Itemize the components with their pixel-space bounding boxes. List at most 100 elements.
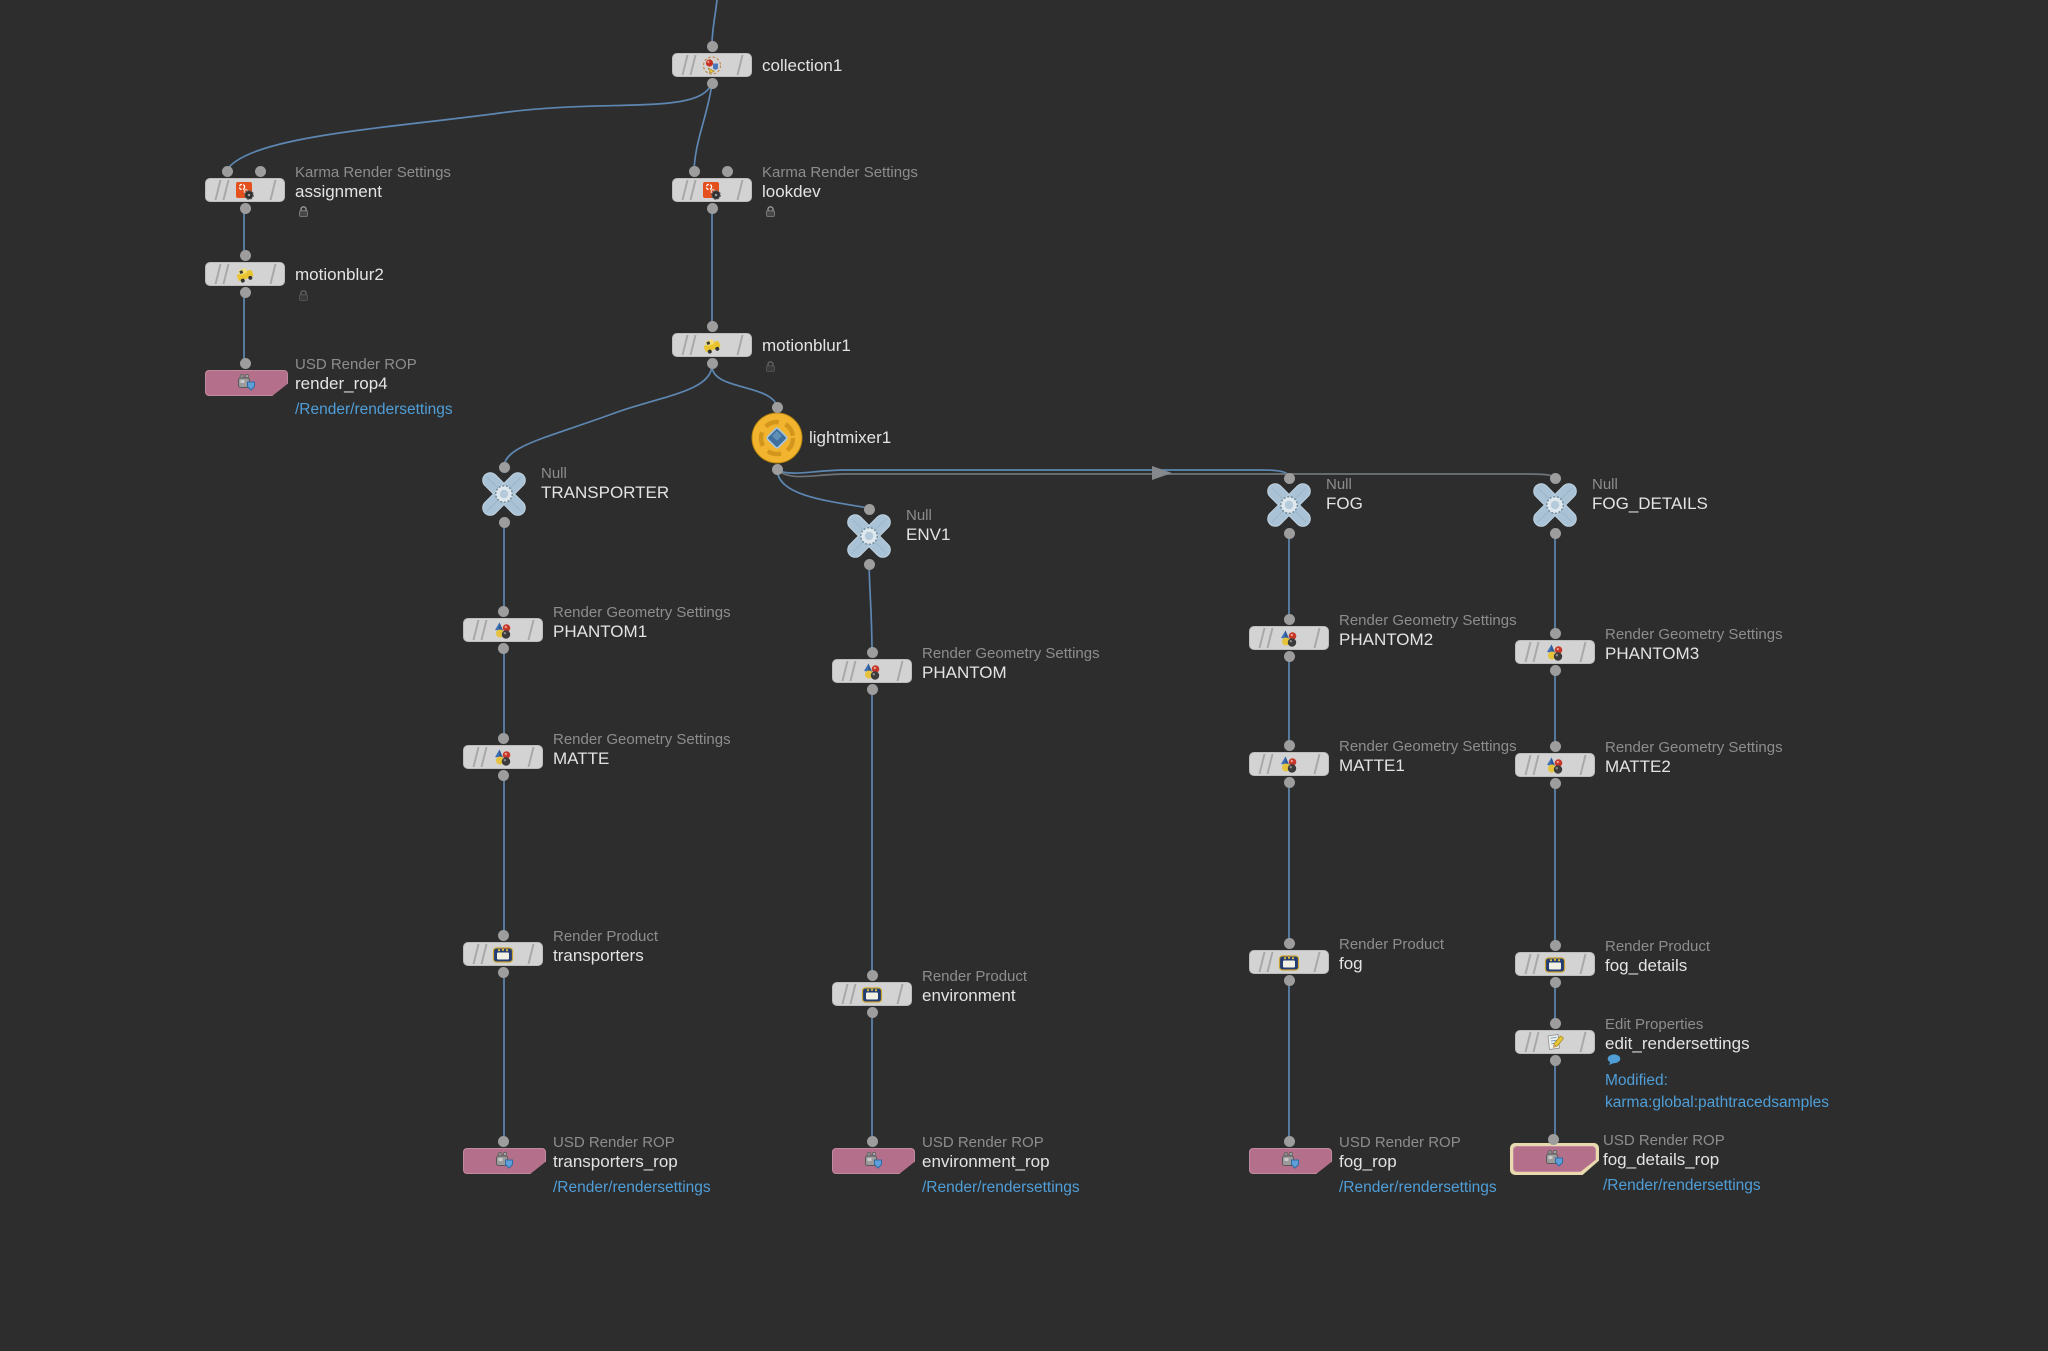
null-node-icon[interactable] (1526, 479, 1584, 531)
node-env1[interactable]: Null ENV1 (840, 503, 950, 570)
output-connector[interactable] (706, 202, 718, 214)
wire-collection1-assignment[interactable] (226, 82, 713, 171)
output-connector[interactable] (498, 516, 510, 528)
output-connector[interactable] (866, 1006, 878, 1018)
input-connector[interactable] (1549, 627, 1561, 639)
null-node-icon[interactable] (1260, 479, 1318, 531)
node-shape[interactable] (832, 659, 912, 683)
output-connector[interactable] (497, 642, 509, 654)
output-connector[interactable] (706, 357, 718, 369)
input-connector[interactable] (863, 503, 875, 515)
input-connector[interactable] (866, 1135, 878, 1147)
input-connector[interactable] (1549, 472, 1561, 484)
render-settings-path-link[interactable]: /Render/rendersettings (553, 1179, 711, 1196)
node-shape[interactable] (672, 178, 752, 202)
node-shape[interactable] (463, 745, 543, 769)
input-connector[interactable] (1283, 472, 1295, 484)
node-type-label: Null (906, 507, 932, 524)
input-connector[interactable] (1283, 1135, 1295, 1147)
node-shape[interactable] (672, 53, 752, 77)
input-connector[interactable] (706, 320, 718, 332)
node-shape[interactable] (832, 1148, 915, 1174)
render-settings-path-link[interactable]: /Render/rendersettings (1339, 1179, 1497, 1196)
node-shape[interactable] (205, 370, 288, 396)
output-connector[interactable] (1549, 664, 1561, 676)
node-lightmixer1[interactable]: lightmixer1 (751, 401, 891, 475)
input-connector[interactable] (1547, 1133, 1559, 1145)
input-connector[interactable] (866, 646, 878, 658)
input-connector[interactable] (497, 929, 509, 941)
light-mixer-icon[interactable] (751, 412, 803, 464)
input-connector[interactable] (221, 165, 233, 177)
output-connector[interactable] (1283, 776, 1295, 788)
output-connector[interactable] (1549, 777, 1561, 789)
render-settings-path-link[interactable]: /Render/rendersettings (922, 1179, 1080, 1196)
input-connector[interactable] (1283, 937, 1295, 949)
node-labels: Render Geometry Settings MATTE1 (1339, 737, 1517, 775)
output-connector[interactable] (239, 286, 251, 298)
output-connector[interactable] (239, 202, 251, 214)
node-shape[interactable] (1513, 1146, 1596, 1172)
input-connector[interactable] (706, 40, 718, 52)
input-connector[interactable] (497, 1135, 509, 1147)
node-shape[interactable] (205, 262, 285, 286)
usd-render-rop-icon (1541, 1148, 1567, 1170)
output-connector[interactable] (1283, 527, 1295, 539)
wire-env1-phantom[interactable] (868, 563, 873, 654)
input-connector[interactable] (254, 165, 266, 177)
node-fog-null[interactable]: Null FOG (1260, 472, 1363, 539)
null-node-icon[interactable] (475, 468, 533, 520)
output-connector[interactable] (1549, 1054, 1561, 1066)
output-connector[interactable] (1283, 974, 1295, 986)
node-shape[interactable] (205, 178, 285, 202)
input-connector[interactable] (721, 165, 733, 177)
wire-lightmixer1-env1[interactable] (776, 469, 870, 509)
output-connector[interactable] (863, 558, 875, 570)
output-connector[interactable] (771, 463, 783, 475)
input-connector[interactable] (1549, 1017, 1561, 1029)
output-connector[interactable] (497, 966, 509, 978)
wire-into-collection1[interactable] (711, 0, 718, 46)
output-connector[interactable] (1549, 976, 1561, 988)
node-shape[interactable] (1515, 952, 1595, 976)
node-shape[interactable] (463, 1148, 546, 1174)
render-settings-path-link[interactable]: /Render/rendersettings (1603, 1177, 1761, 1194)
node-shape[interactable] (1249, 1148, 1332, 1174)
node-type-label: Render Geometry Settings (1605, 626, 1783, 643)
output-connector[interactable] (1283, 650, 1295, 662)
input-connector[interactable] (1283, 613, 1295, 625)
input-connector[interactable] (866, 969, 878, 981)
output-connector[interactable] (706, 77, 718, 89)
output-connector[interactable] (866, 683, 878, 695)
input-connector[interactable] (688, 165, 700, 177)
node-shape[interactable] (1515, 1030, 1595, 1054)
null-node-icon[interactable] (840, 510, 898, 562)
wire-motionblur1-transporter[interactable] (503, 365, 713, 467)
input-connector[interactable] (1549, 740, 1561, 752)
render-settings-path-link[interactable]: /Render/rendersettings (295, 401, 453, 418)
node-shape[interactable] (1515, 753, 1595, 777)
node-shape[interactable] (832, 982, 912, 1006)
input-connector[interactable] (497, 605, 509, 617)
input-connector[interactable] (239, 357, 251, 369)
wire-collection1-lookdev[interactable] (693, 82, 713, 172)
output-connector[interactable] (1549, 527, 1561, 539)
input-connector[interactable] (239, 249, 251, 261)
output-connector[interactable] (497, 769, 509, 781)
input-connector[interactable] (1549, 939, 1561, 951)
node-shape[interactable] (1515, 640, 1595, 664)
node-shape[interactable] (1249, 950, 1329, 974)
node-shape[interactable] (1249, 752, 1329, 776)
node-shape[interactable] (463, 618, 543, 642)
wire-motionblur1-lightmixer1[interactable] (711, 365, 778, 407)
node-shape[interactable] (672, 333, 752, 357)
input-connector[interactable] (1283, 739, 1295, 751)
node-shape[interactable] (463, 942, 543, 966)
node-fog-details-null[interactable]: Null FOG_DETAILS (1526, 472, 1708, 539)
input-connector[interactable] (497, 732, 509, 744)
node-shape[interactable] (1249, 626, 1329, 650)
input-connector[interactable] (498, 461, 510, 473)
input-connector[interactable] (771, 401, 783, 413)
node-transporter[interactable]: Null TRANSPORTER (475, 461, 669, 528)
